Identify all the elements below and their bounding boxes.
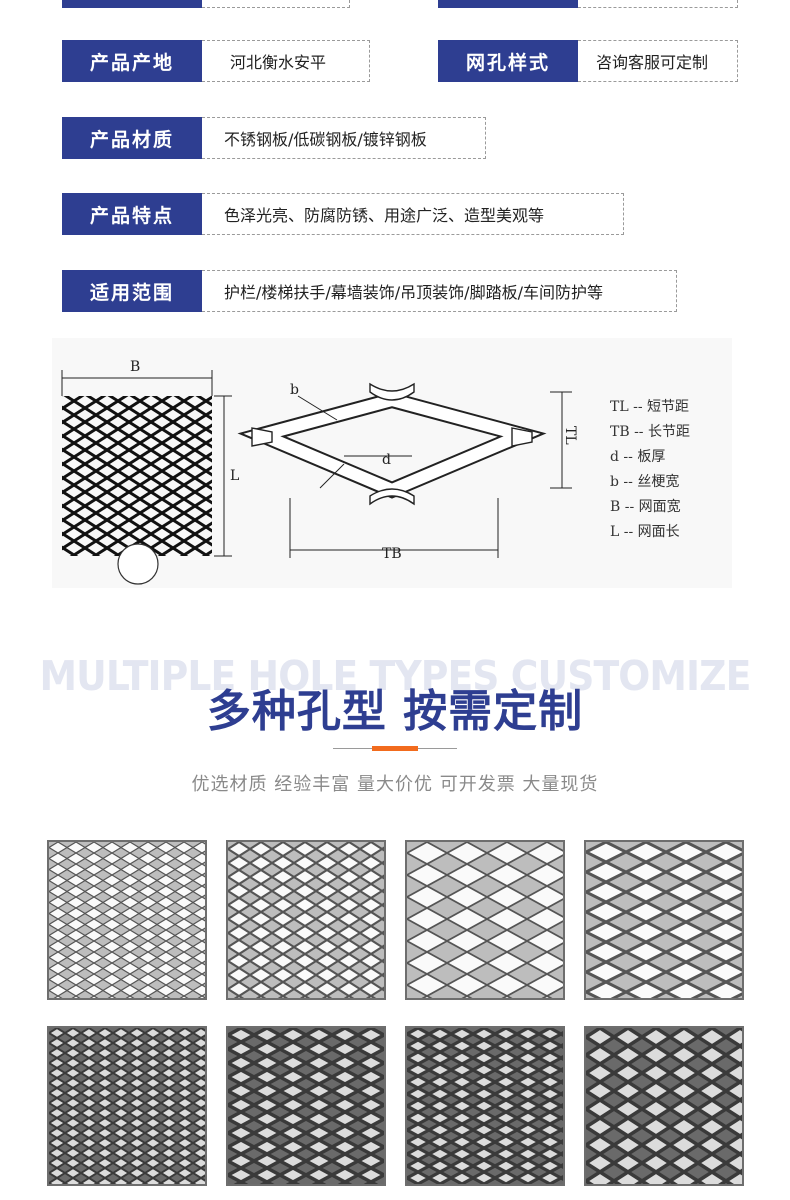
section-title: 多种孔型 按需定制 [206,686,584,737]
mesh-sample-8 [584,1026,744,1186]
legend-tb: TB -- 长节距 [610,424,690,440]
label-B: B [130,359,140,375]
title-divider-accent [372,746,418,751]
mesh-sample-8-pattern [586,1028,742,1184]
legend-b: b -- 丝梗宽 [610,474,680,490]
mesh-sample-6 [226,1026,386,1186]
mesh-panel-drawing [62,396,212,556]
mesh-sample-5 [47,1026,207,1186]
legend-tl: TL -- 短节距 [610,399,689,415]
legend-bw: B -- 网面宽 [610,499,681,515]
detail-circle [117,543,159,585]
mesh-sample-1 [47,840,207,1000]
section-bg-title: MULTIPLE HOLE TYPES CUSTOMIZE [39,652,752,700]
diagram-legend: TL -- 短节距 TB -- 长节距 d -- 板厚 b -- 丝梗宽 B -… [610,396,690,546]
spec-value-partial-left [202,0,350,8]
spec-label-material: 产品材质 [62,117,202,159]
mesh-sample-4-pattern [586,842,742,998]
mesh-sample-6-pattern [228,1028,384,1184]
mesh-sample-7-pattern [407,1028,563,1184]
legend-d: d -- 板厚 [610,449,666,465]
spec-label-hole-style: 网孔样式 [438,40,578,82]
spec-value-partial-right [578,0,738,8]
spec-label-applications: 适用范围 [62,270,202,312]
mesh-dimension-diagram: B L b d TL TB [52,338,732,588]
spec-label-origin: 产品产地 [62,40,202,82]
spec-row-partial-right [438,0,578,8]
label-d: d [382,452,391,468]
spec-value-applications: 护栏/楼梯扶手/幕墙装饰/吊顶装饰/脚踏板/车间防护等 [202,270,677,312]
spec-value-features: 色泽光亮、防腐防锈、用途广泛、造型美观等 [202,193,624,235]
diamond-cell-drawing [237,382,547,506]
section-subtitle: 优选材质 经验丰富 量大价优 可开发票 大量现货 [191,774,599,795]
spec-value-origin: 河北衡水安平 [202,40,370,82]
mesh-sample-4 [584,840,744,1000]
legend-l: L -- 网面长 [610,524,680,540]
mesh-sample-2 [226,840,386,1000]
spec-label-features: 产品特点 [62,193,202,235]
label-TL: TL [562,426,578,445]
mesh-sample-7 [405,1026,565,1186]
mesh-sample-1-pattern [49,842,205,998]
spec-row-partial-left [62,0,202,8]
label-L: L [230,468,239,484]
mesh-sample-3-pattern [407,842,563,998]
spec-value-hole-style: 咨询客服可定制 [578,40,738,82]
mesh-sample-3 [405,840,565,1000]
mesh-sample-5-pattern [49,1028,205,1184]
spec-value-material: 不锈钢板/低碳钢板/镀锌钢板 [202,117,486,159]
label-b: b [290,382,299,398]
mesh-sample-2-pattern [228,842,384,998]
label-TB: TB [382,546,402,562]
